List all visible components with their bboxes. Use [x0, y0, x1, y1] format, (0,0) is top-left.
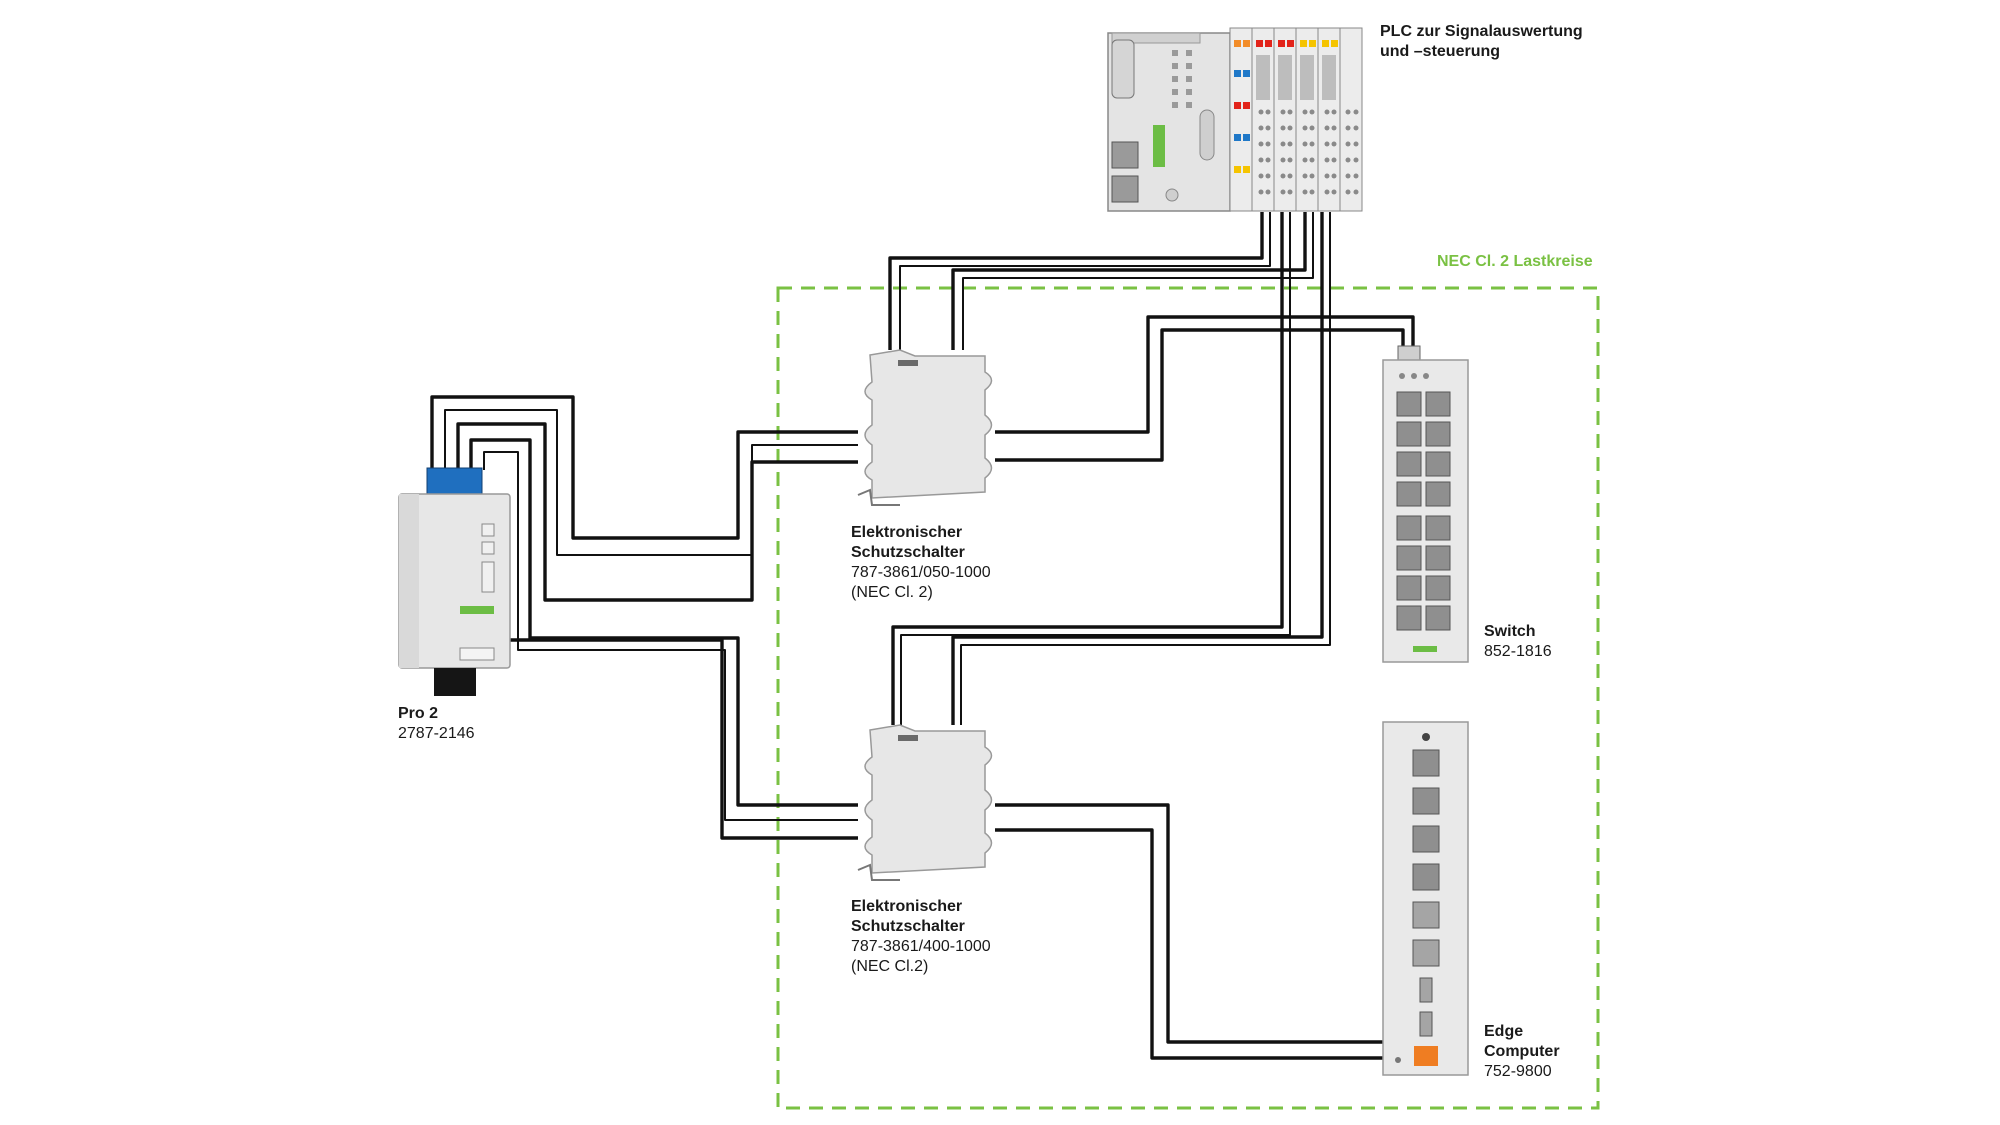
plc-status-led	[1165, 188, 1179, 202]
wire-plc-breaker2-b2	[960, 212, 1331, 725]
breaker2-note: (NEC Cl.2)	[851, 958, 929, 975]
pro2-device	[398, 467, 511, 696]
pro2-part-number: 2787-2146	[398, 725, 475, 742]
breaker2-device	[857, 724, 993, 881]
edge-part-number: 752-9800	[1484, 1063, 1552, 1080]
plc-eth-port-1	[1111, 141, 1139, 169]
breaker1-din-clip	[857, 488, 900, 506]
wire-plc-breaker2-b	[951, 212, 1324, 725]
wire-pro2-breaker2-c	[510, 638, 858, 840]
edge-display-ports	[1419, 977, 1433, 1037]
plc-title-line2: und –steuerung	[1380, 43, 1501, 60]
wire-breaker1-switch-a	[995, 315, 1415, 434]
pro2-indicator-1	[481, 523, 495, 537]
breaker1-note: (NEC Cl. 2)	[851, 584, 933, 601]
pro2-bottom-slot	[459, 647, 495, 661]
wire-pro2-breaker1-b	[444, 409, 858, 556]
wire-pro2-breaker2-b	[483, 451, 858, 821]
breaker2-part-number: 787-3861/400-1000	[851, 938, 991, 955]
pro2-title: Pro 2	[398, 705, 439, 722]
zone-label: NEC Cl. 2 Lastkreise	[1437, 253, 1593, 270]
wire-plc-breaker1-b	[951, 212, 1307, 350]
plc-title-line1: PLC zur Signalauswertung	[1380, 23, 1583, 40]
edge-power-indicator	[1395, 1057, 1401, 1063]
wire-pro2-breaker1-c	[456, 422, 858, 602]
breaker1-title-line2: Schutzschalter	[851, 544, 965, 561]
plc-led-grid	[1172, 50, 1192, 108]
switch-led-3	[1423, 373, 1429, 379]
breaker2-logo	[898, 735, 918, 741]
breaker1-label: Elektronischer Schutzschalter 787-3861/0…	[851, 523, 991, 603]
wire-plc-breaker2-a	[891, 212, 1284, 725]
switch-part-number: 852-1816	[1484, 643, 1552, 660]
wires	[430, 212, 1415, 1060]
switch-led-1	[1399, 373, 1405, 379]
plc-top-strip	[1111, 32, 1201, 44]
edge-title-line2: Computer	[1484, 1043, 1560, 1060]
wire-plc-breaker1-a	[888, 212, 1264, 350]
pro2-logo	[460, 606, 494, 614]
breaker2-din-clip	[857, 863, 900, 881]
breaker1-body	[864, 349, 993, 499]
breaker1-part-number: 787-3861/050-1000	[851, 564, 991, 581]
breaker1-device	[857, 349, 993, 506]
wire-plc-breaker2-a2	[900, 212, 1291, 725]
plc-device	[1107, 27, 1363, 212]
wire-plc-breaker1-a2	[899, 212, 1271, 350]
plc-sd-slot	[1199, 109, 1215, 161]
switch-led-2	[1411, 373, 1417, 379]
breaker1-logo	[898, 360, 918, 366]
wire-breaker2-edge-a	[995, 803, 1385, 1044]
pro2-blue-connector	[426, 467, 483, 497]
wire-plc-breaker1-b2	[962, 212, 1314, 350]
plc-io-modules	[1229, 27, 1363, 212]
plc-sub-d-port	[1111, 39, 1135, 99]
edge-label: Edge Computer 752-9800	[1484, 1022, 1560, 1082]
edge-title-line1: Edge	[1484, 1023, 1524, 1040]
plc-label: PLC zur Signalauswertung und –steuerung	[1380, 22, 1583, 62]
edge-computer-device	[1382, 721, 1469, 1076]
breaker1-title-line1: Elektronischer	[851, 524, 963, 541]
edge-power-connector	[1414, 1046, 1438, 1066]
switch-title: Switch	[1484, 623, 1536, 640]
breaker2-label: Elektronischer Schutzschalter 787-3861/4…	[851, 897, 991, 977]
breaker2-body	[864, 724, 993, 874]
breaker2-title-line2: Schutzschalter	[851, 918, 965, 935]
switch-logo	[1413, 646, 1437, 652]
wire-breaker2-edge-b	[995, 828, 1385, 1060]
switch-device	[1382, 345, 1469, 663]
wire-pro2-breaker2-a	[469, 438, 858, 807]
edge-eth-ports	[1412, 749, 1440, 891]
pro2-black-connector	[434, 668, 476, 696]
plc-eth-port-2	[1111, 175, 1139, 203]
pro2-label: Pro 2 2787-2146	[398, 704, 475, 744]
edge-status-led	[1422, 733, 1430, 741]
switch-label: Switch 852-1816	[1484, 622, 1552, 662]
plc-logo-strip	[1153, 125, 1165, 167]
nec-zone-border	[776, 286, 1600, 1110]
breaker2-title-line1: Elektronischer	[851, 898, 963, 915]
pro2-side-shade	[399, 494, 419, 668]
edge-usb-ports	[1412, 901, 1440, 967]
pro2-display	[481, 561, 495, 593]
switch-ports	[1396, 391, 1451, 631]
pro2-indicator-2	[481, 541, 495, 555]
wire-breaker1-switch-b	[995, 328, 1405, 462]
wire-pro2-breaker1-a	[430, 395, 858, 540]
